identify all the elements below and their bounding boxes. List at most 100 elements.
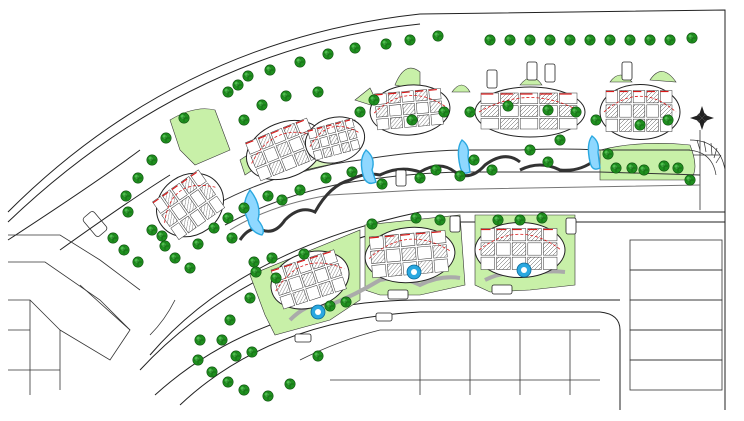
room — [370, 249, 386, 264]
tree-icon — [246, 346, 258, 358]
room — [337, 131, 349, 143]
tree-icon — [208, 222, 220, 234]
tree-icon — [410, 212, 422, 224]
car — [395, 169, 407, 187]
tree-icon — [644, 34, 656, 46]
tree-icon — [270, 272, 282, 284]
parcel — [629, 359, 723, 391]
tree-icon — [602, 148, 614, 160]
path-segment — [519, 158, 596, 172]
parcel-line — [8, 261, 131, 331]
room — [198, 202, 216, 221]
room — [480, 92, 499, 104]
car — [526, 61, 538, 81]
tree-icon — [468, 154, 480, 166]
water-feature — [587, 135, 601, 170]
buildings — [152, 84, 681, 310]
tree-icon — [404, 34, 416, 46]
tree-icon — [554, 134, 566, 146]
tree-icon — [366, 218, 378, 230]
outer-road-edge-3 — [7, 149, 141, 241]
residential-block — [474, 222, 566, 278]
tree-icon — [434, 214, 446, 226]
vehicles — [294, 61, 633, 343]
tree-icon — [206, 366, 218, 378]
fountain-icon — [310, 304, 326, 320]
room — [527, 256, 542, 270]
room — [480, 256, 495, 270]
tree-icon — [248, 256, 260, 268]
tree-icon — [262, 390, 274, 402]
room — [559, 92, 578, 104]
room — [305, 285, 321, 301]
tree-icon — [169, 252, 181, 264]
tree-icon — [122, 206, 134, 218]
room — [480, 118, 499, 130]
room — [301, 271, 317, 288]
inner-road-edge-4 — [179, 311, 621, 410]
room — [369, 235, 385, 250]
tree-icon — [672, 162, 684, 174]
tree-icon — [454, 170, 466, 182]
car — [486, 69, 498, 89]
room — [660, 90, 673, 104]
tree-icon — [524, 34, 536, 46]
room — [312, 149, 324, 161]
tree-icon — [294, 56, 306, 68]
tree-icon — [590, 114, 602, 126]
room — [431, 230, 447, 245]
tree-icon — [542, 156, 554, 168]
tree-icon — [160, 132, 172, 144]
room — [275, 141, 292, 158]
room — [480, 105, 499, 117]
room — [480, 228, 495, 242]
tree-icon — [368, 94, 380, 106]
tree-icon — [414, 172, 426, 184]
room — [263, 146, 280, 163]
tree-icon — [684, 174, 696, 186]
room — [376, 117, 390, 131]
parcel — [629, 329, 723, 361]
stair-treads — [696, 139, 722, 164]
room — [281, 154, 298, 171]
tree-icon — [658, 160, 670, 172]
water-feature — [243, 188, 265, 236]
tree-icon — [192, 354, 204, 366]
car — [544, 63, 556, 83]
tree-icon — [238, 114, 250, 126]
room — [388, 104, 402, 117]
tree-icon — [230, 350, 242, 362]
tree-icon — [484, 34, 496, 46]
tree-icon — [232, 79, 244, 91]
outer-road-edge-1 — [7, 9, 726, 410]
tree-icon — [262, 190, 274, 202]
car — [387, 289, 409, 300]
tree-icon — [486, 164, 498, 176]
tree-icon — [322, 48, 334, 60]
fountain-icon — [406, 264, 422, 280]
room — [293, 149, 310, 166]
tree-icon — [536, 212, 548, 224]
room — [646, 118, 659, 132]
tree-icon — [146, 224, 158, 236]
tree-icon — [276, 194, 288, 206]
room — [384, 234, 400, 249]
room — [619, 90, 632, 104]
tree-icon — [298, 248, 310, 260]
tree-icon — [320, 172, 332, 184]
room — [326, 262, 343, 279]
car — [621, 61, 633, 81]
room — [255, 164, 272, 182]
room — [170, 222, 188, 241]
parcel-line — [299, 329, 381, 361]
room — [331, 144, 342, 156]
tree-icon — [256, 99, 268, 111]
car — [449, 215, 461, 233]
tree-icon — [280, 90, 292, 102]
room — [619, 118, 632, 132]
parcel-lines — [380, 329, 600, 395]
tree-icon — [250, 266, 262, 278]
room — [328, 133, 339, 145]
tree-icon — [570, 106, 582, 118]
room — [250, 151, 267, 168]
